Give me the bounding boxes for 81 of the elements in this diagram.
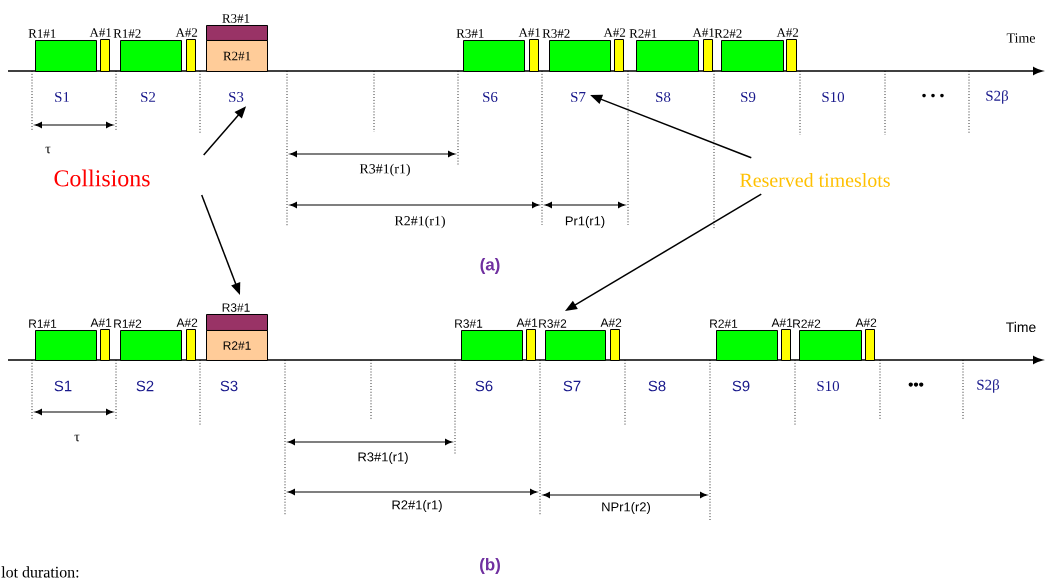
collision-box: R2#1 [206, 330, 268, 361]
node-label: R1#1 [29, 319, 57, 328]
slot-label: S3 [220, 380, 238, 392]
node-label: A#1 [518, 28, 541, 37]
node-label: R2#2 [793, 319, 821, 328]
slot-label: S9 [741, 92, 756, 102]
ack-box: A#2 [600, 318, 622, 361]
slot-label: S8 [648, 380, 666, 392]
slot-label: S8 [656, 91, 671, 103]
arrow [202, 106, 247, 156]
ack-box: A#2 [776, 28, 799, 72]
ack-box: A#1 [89, 28, 112, 72]
dimension-label: R3#1(r1) [358, 451, 408, 465]
node-label: R2#1 [710, 319, 738, 328]
ack-box: A#2 [176, 318, 198, 361]
panel-label: (a) [480, 258, 500, 274]
node-label: A#1 [89, 28, 112, 37]
node-label: R3#2 [539, 319, 567, 328]
arrow [590, 94, 752, 159]
dimension-label: τ [74, 434, 80, 442]
arrow [200, 194, 241, 295]
ack-box: A#2 [603, 28, 626, 72]
node-label: R3#1 [222, 303, 250, 312]
node-label: R3#1 [222, 14, 250, 23]
node-label: A#1 [516, 318, 538, 327]
slot-label: S9 [732, 380, 750, 392]
slot-label: S2 [136, 380, 154, 392]
ellipsis: ••• [908, 382, 924, 387]
node-label: R1#1 [28, 29, 56, 38]
panel-label: (b) [480, 558, 500, 574]
node-label: R1#2 [114, 319, 142, 328]
dimension-label: R3#1(r1) [359, 163, 410, 177]
callout-text: S3 [229, 92, 244, 102]
ack-box: A#1 [518, 28, 541, 72]
node-label: A#1 [771, 318, 793, 327]
ack-box: A#1 [516, 318, 538, 361]
dimension-label: R2#1(r1) [392, 499, 442, 513]
slot-label: S10 [817, 380, 840, 392]
node-label: R2#1 [629, 29, 657, 38]
slot-label: S6 [475, 380, 493, 392]
slot-label: S2β [977, 379, 1000, 393]
ack-box: A#2 [855, 318, 877, 361]
node-label: A#2 [855, 318, 877, 327]
ellipsis: • • • [922, 93, 944, 98]
collision-box: R2#1 [206, 40, 268, 72]
node-label: A#2 [776, 28, 799, 37]
slot-label: S7 [563, 380, 581, 392]
node-label: R3#1 [455, 319, 483, 328]
slot-label: S1 [55, 92, 69, 102]
slot-label: S10 [822, 91, 845, 103]
ack-box: A#1 [90, 318, 112, 361]
callout-text: Reserved timeslots [740, 173, 890, 187]
slot-label: S1 [54, 380, 72, 392]
ack-box: A#2 [175, 28, 198, 72]
node-label: R1#2 [113, 29, 141, 38]
dimension-label: R2#1(r1) [394, 215, 445, 229]
node-label: A#2 [600, 318, 622, 327]
node-label: R2#2 [714, 29, 742, 38]
node-label: A#1 [692, 28, 715, 37]
callout-text: Collisions [54, 169, 150, 187]
collision-box: R3#1 [206, 14, 268, 41]
axis-label: Time [1006, 321, 1036, 333]
ack-box: A#1 [692, 28, 715, 72]
node-label: A#2 [175, 28, 198, 37]
note-text: lot duration: [1, 566, 79, 578]
node-label: R3#2 [542, 29, 570, 38]
dimension-label: NPr1(r2) [602, 501, 651, 515]
arrow [565, 193, 762, 311]
ack-box: A#1 [771, 318, 793, 361]
node-label: A#1 [90, 318, 112, 327]
axis-label: Time [1006, 33, 1035, 43]
node-label: R3#1 [456, 29, 484, 38]
slot-label: S6 [483, 92, 498, 102]
slot-label: S2β [986, 90, 1009, 104]
node-label: A#2 [603, 28, 626, 37]
dimension-label: Pr1(r1) [565, 215, 605, 229]
callout-text: S7 [571, 92, 586, 102]
slot-label: S2 [141, 92, 156, 102]
node-label: A#2 [176, 318, 198, 327]
dimension-label: τ [45, 146, 51, 154]
collision-box: R3#1 [206, 303, 268, 331]
